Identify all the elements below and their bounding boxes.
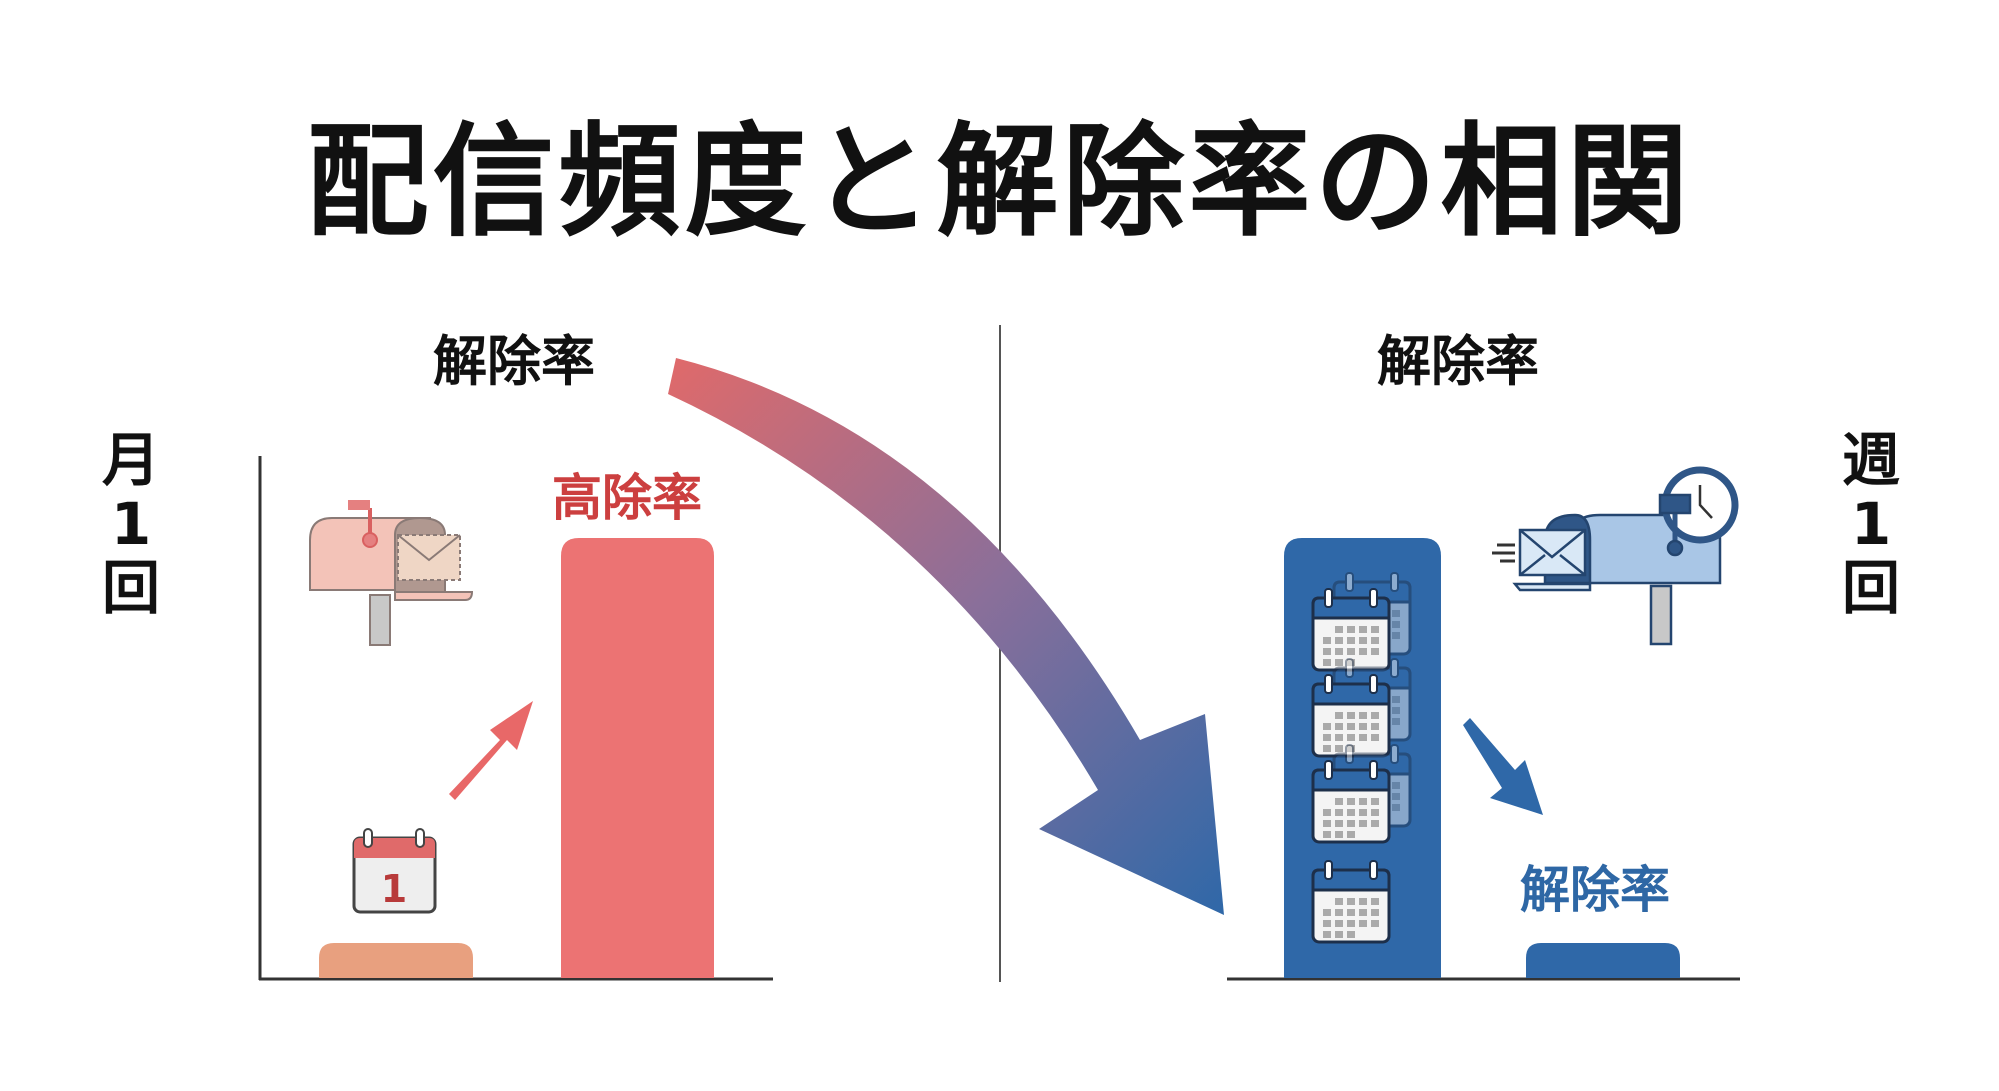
left-tall-bar bbox=[561, 538, 714, 978]
right-side-label: 週 1 回 bbox=[1836, 428, 1906, 620]
left-small-bar bbox=[319, 943, 473, 978]
right-header: 解除率 bbox=[1377, 330, 1539, 393]
mailbox-clock-icon bbox=[1492, 466, 1739, 646]
calendar-front bbox=[1311, 674, 1391, 758]
arrow-up-right-icon bbox=[449, 701, 533, 800]
side-label-char: 回 bbox=[1841, 554, 1900, 622]
calendar-front bbox=[1311, 760, 1391, 844]
right-small-bar bbox=[1526, 943, 1680, 978]
side-label-char: 週 bbox=[1841, 426, 1900, 494]
calendar-stack-icon bbox=[1311, 572, 1412, 944]
calendar-icon bbox=[352, 828, 437, 914]
transition-arrow bbox=[668, 358, 1224, 915]
left-header: 解除率 bbox=[433, 330, 595, 393]
calendar-front bbox=[1311, 860, 1391, 944]
high-rate-label: 高除率 bbox=[552, 469, 702, 527]
calendar-front bbox=[1311, 588, 1391, 672]
low-rate-label: 解除率 bbox=[1520, 861, 1670, 919]
arrow-down-right-icon bbox=[1463, 718, 1543, 815]
left-side-label: 月 1 回 bbox=[96, 428, 166, 620]
page-title: 配信頻度と解除率の相関 bbox=[306, 111, 1693, 253]
side-label-char: 1 bbox=[1850, 490, 1892, 558]
side-label-char: 月 bbox=[101, 426, 160, 494]
mailbox-icon bbox=[309, 500, 474, 646]
side-label-char: 回 bbox=[101, 554, 160, 622]
side-label-char: 1 bbox=[110, 490, 152, 558]
calendar-number: 1 bbox=[381, 867, 407, 911]
